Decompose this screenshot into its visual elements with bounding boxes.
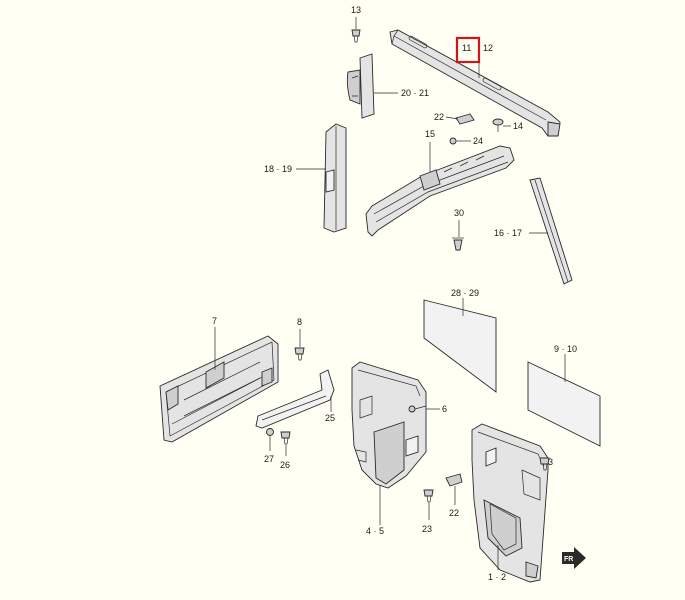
- callout-8: 8: [297, 317, 302, 327]
- callout-27: 27: [264, 454, 274, 464]
- front-arrow-label: FR: [564, 556, 573, 563]
- part-24-screw[interactable]: [449, 137, 457, 145]
- part-18-19-pillar-trim[interactable]: [323, 123, 347, 233]
- callout-26: 26: [280, 460, 290, 470]
- callout-30: 30: [454, 208, 464, 218]
- callout-23: 23: [422, 524, 432, 534]
- callout-7: 7: [212, 316, 217, 326]
- part-22-clip-upper[interactable]: [455, 113, 475, 125]
- callout-16-17: 16 · 17: [494, 228, 522, 238]
- callout-20-21: 20 · 21: [401, 88, 429, 98]
- part-3-screw[interactable]: [539, 457, 550, 471]
- part-23-screw[interactable]: [423, 489, 434, 503]
- leader-22a: [445, 116, 459, 120]
- part-4-5-quarter-trim[interactable]: [351, 361, 427, 489]
- callout-11[interactable]: 11: [462, 43, 471, 53]
- callout-3: 3: [548, 457, 553, 467]
- callout-1-2: 1 · 2: [488, 572, 506, 582]
- callout-13: 13: [351, 5, 361, 15]
- front-arrow-icon: FR: [562, 547, 586, 569]
- callout-24: 24: [473, 136, 483, 146]
- callout-4-5: 4 · 5: [366, 526, 384, 536]
- part-27-clip[interactable]: [266, 428, 274, 436]
- part-14-screw[interactable]: [492, 118, 504, 132]
- callout-15: 15: [425, 129, 435, 139]
- part-30-clip[interactable]: [452, 237, 464, 251]
- callout-28-29: 28 · 29: [451, 288, 479, 298]
- part-22-clip-lower[interactable]: [445, 473, 463, 487]
- callout-6: 6: [442, 404, 447, 414]
- callout-25: 25: [325, 413, 335, 423]
- part-7-back-trim[interactable]: [159, 335, 279, 443]
- part-11-12-roof-rail[interactable]: [389, 29, 561, 137]
- highlight-box-11: [455, 36, 481, 64]
- part-16-17-weatherstrip[interactable]: [529, 177, 573, 285]
- part-20-21-bracket[interactable]: [346, 53, 375, 119]
- callout-12: 12: [483, 43, 493, 53]
- part-1-2-door-trim[interactable]: [471, 423, 549, 583]
- callout-14: 14: [513, 121, 523, 131]
- callout-18-19: 18 · 19: [264, 164, 292, 174]
- part-26-screw[interactable]: [280, 431, 291, 445]
- part-9-10-sheet[interactable]: [527, 361, 601, 447]
- callout-22b: 22: [449, 508, 459, 518]
- part-8-screw[interactable]: [294, 347, 305, 361]
- part-28-29-sheet[interactable]: [423, 299, 497, 393]
- part-13-screw[interactable]: [351, 29, 361, 43]
- part-6-clip[interactable]: [408, 405, 427, 413]
- callout-22a: 22: [434, 112, 444, 122]
- part-25-strap[interactable]: [255, 369, 335, 429]
- callout-9-10: 9 · 10: [554, 344, 577, 354]
- part-15-header-trim[interactable]: [365, 145, 515, 237]
